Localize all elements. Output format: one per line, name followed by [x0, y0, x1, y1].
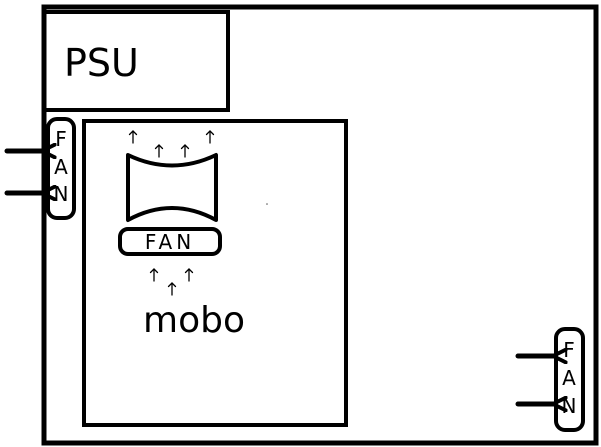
front-fan-letter-n: N: [562, 394, 577, 418]
arrow-up-icon: [180, 144, 190, 158]
cpu-heatsink: [126, 153, 218, 222]
exhaust-arrows-above-heatsink: [128, 130, 215, 158]
motherboard-box: [82, 119, 348, 427]
rear-fan-letter-f: F: [55, 127, 67, 151]
arrow-up-icon: [149, 268, 159, 282]
motherboard-label: mobo: [143, 300, 245, 341]
arrow-up-icon: [154, 144, 164, 158]
front-fan-letter-f: F: [563, 338, 575, 362]
rear-fan-letter-n: N: [54, 182, 69, 206]
psu-box: [42, 10, 230, 112]
front-intake-arrows: [515, 356, 553, 404]
rear-exhaust-arrows: [4, 151, 42, 193]
cpu-fan-label: FAN: [145, 230, 195, 254]
rear-fan-letter-a: A: [54, 155, 68, 179]
front-fan-letter-a: A: [562, 366, 576, 390]
cpu-fan: [118, 227, 222, 256]
case-outline: [41, 4, 599, 446]
arrow-up-icon: [205, 130, 215, 144]
psu-label: PSU: [64, 41, 139, 85]
arrow-up-icon: [128, 130, 138, 144]
arrow-up-icon: [167, 282, 177, 296]
stray-dot: [266, 203, 268, 205]
arrow-up-icon: [184, 268, 194, 282]
intake-arrows-below-fan: [149, 268, 194, 296]
